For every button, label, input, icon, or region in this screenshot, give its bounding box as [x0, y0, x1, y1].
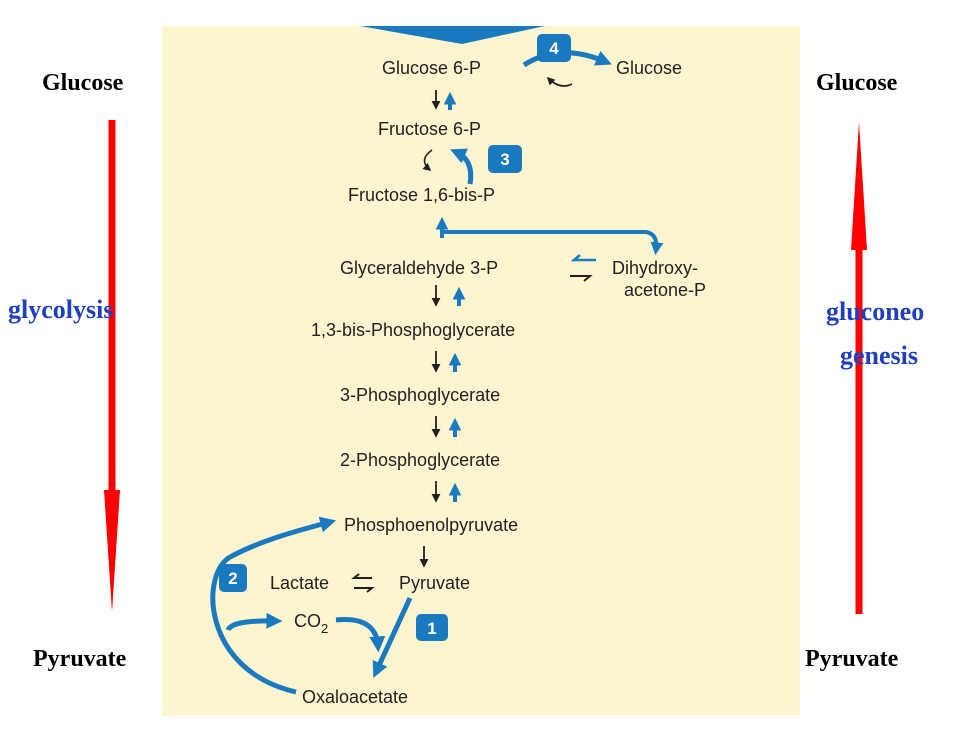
lactate-to-pyruvate-half-arrow — [354, 587, 375, 593]
2-phosphoglycerate: 2-Phosphoglycerate — [340, 450, 500, 470]
left-pyruvate-label: Pyruvate — [33, 646, 127, 672]
gluconeogenesis-label-line2: genesis — [840, 341, 918, 370]
badge-4 — [537, 34, 571, 62]
dhap-to-gap-half-arrow — [570, 254, 596, 262]
badge-2 — [219, 564, 247, 592]
glucose-6-p: Glucose 6-P — [382, 58, 481, 78]
badge-1-text: 1 — [427, 619, 436, 638]
dihydroxyacetone-p-line2: acetone-P — [624, 280, 706, 300]
aldolase-reverse — [435, 216, 664, 256]
top-chevron — [360, 26, 545, 44]
right-glucose-label: Glucose — [816, 70, 898, 96]
step-2: 2 — [210, 516, 337, 695]
pfk-curl-arrow — [422, 149, 433, 172]
step-arrows — [419, 90, 466, 568]
glycolysis-arrow-head — [104, 490, 120, 612]
fructose-1-6-bis-p: Fructose 1,6-bis-P — [348, 185, 495, 205]
pyruvate: Pyruvate — [399, 573, 470, 593]
pyruvate-to-lactate-half-arrow — [351, 573, 372, 579]
step-1: 1 — [335, 596, 448, 678]
gap-to-dhap-half-arrow — [570, 275, 593, 282]
glucose: Glucose — [616, 58, 682, 78]
co2-release-arrow — [225, 612, 283, 632]
badge-2-text: 2 — [228, 569, 237, 588]
right-pyruvate-label: Pyruvate — [805, 646, 899, 672]
glyceraldehyde-3-p: Glyceraldehyde 3-P — [340, 258, 498, 278]
oxaloacetate: Oxaloacetate — [302, 687, 408, 707]
step-4: 4 — [522, 34, 612, 87]
step-3: 3 — [422, 145, 522, 185]
co2: CO2 — [294, 611, 328, 636]
lactate: Lactate — [270, 573, 329, 593]
badge-3-text: 3 — [500, 150, 509, 169]
gluconeogenesis-label-line1: gluconeo — [826, 297, 924, 326]
oaa-to-pep-arrow — [210, 516, 337, 695]
gluconeogenesis-arrow-head — [851, 122, 867, 250]
glycolysis-label: glycolysis — [8, 295, 113, 324]
left-glucose-label: Glucose — [42, 70, 124, 96]
f16bp-to-f6p-arrow — [450, 148, 474, 185]
co2-main: CO — [294, 611, 321, 631]
3-phosphoglycerate: 3-Phosphoglycerate — [340, 385, 500, 405]
phosphoenolpyruvate: Phosphoenolpyruvate — [344, 515, 518, 535]
badge-3 — [488, 145, 522, 173]
co2-join-arrow — [335, 617, 386, 653]
co2-subscript: 2 — [321, 621, 328, 636]
pyruvate-to-oaa-arrow — [372, 596, 413, 678]
tim-equilibrium — [570, 254, 596, 282]
hexokinase-curl-arrow — [546, 76, 573, 87]
1-3-bis-phosphoglycerate: 1,3-bis-Phosphoglycerate — [311, 320, 515, 340]
dihydroxyacetone-p-line1: Dihydroxy- — [612, 258, 698, 278]
badge-1 — [416, 614, 448, 641]
fructose-6-p: Fructose 6-P — [378, 119, 481, 139]
badge-4-text: 4 — [549, 39, 559, 58]
dhap-branch-arrow — [444, 230, 664, 256]
pathway-panel — [162, 26, 800, 716]
ldh-equilibrium — [351, 573, 375, 593]
